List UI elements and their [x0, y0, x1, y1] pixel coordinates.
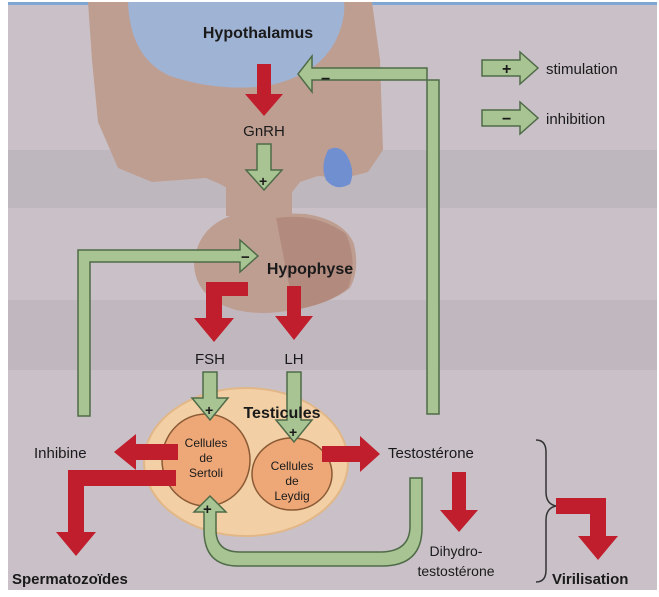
label-leydig-line3: Leydig	[274, 489, 309, 503]
label-dihydro-line2: testostérone	[417, 563, 494, 579]
label-testosterone: Testostérone	[388, 445, 474, 462]
feedback-hypophyse-minus-sign: −	[241, 249, 250, 266]
label-dihydro-line1: Dihydro-	[430, 543, 483, 559]
label-sertoli-line3: Sertoli	[189, 466, 223, 480]
legend-plus-sign: +	[502, 61, 511, 78]
legend-inhibition-label: inhibition	[546, 111, 605, 128]
label-hypothalamus: Hypothalamus	[203, 25, 313, 42]
legend-stimulation-label: stimulation	[546, 61, 618, 78]
fsh-plus-sign: +	[205, 402, 213, 418]
label-fsh: FSH	[195, 351, 225, 368]
label-sertoli-line2: de	[199, 451, 213, 465]
sertoli-plus-sign: +	[203, 501, 212, 518]
label-leydig-line1: Cellules	[271, 459, 314, 473]
label-leydig-line2: de	[285, 474, 299, 488]
label-lh: LH	[284, 351, 303, 368]
feedback-hypothalamus-minus-sign: −	[321, 71, 330, 88]
label-testicules: Testicules	[243, 405, 320, 422]
label-virilisation: Virilisation	[552, 571, 628, 588]
label-spermatozoides: Spermatozoïdes	[12, 571, 128, 588]
legend-minus-sign: −	[502, 111, 511, 128]
gnrh-plus-sign: +	[259, 173, 267, 189]
lh-plus-sign: +	[289, 424, 297, 440]
background-band-2	[8, 300, 657, 370]
label-gnrh: GnRH	[243, 123, 285, 140]
label-sertoli-line1: Cellules	[185, 436, 228, 450]
label-hypophyse: Hypophyse	[267, 261, 353, 278]
label-inhibine: Inhibine	[34, 445, 87, 462]
